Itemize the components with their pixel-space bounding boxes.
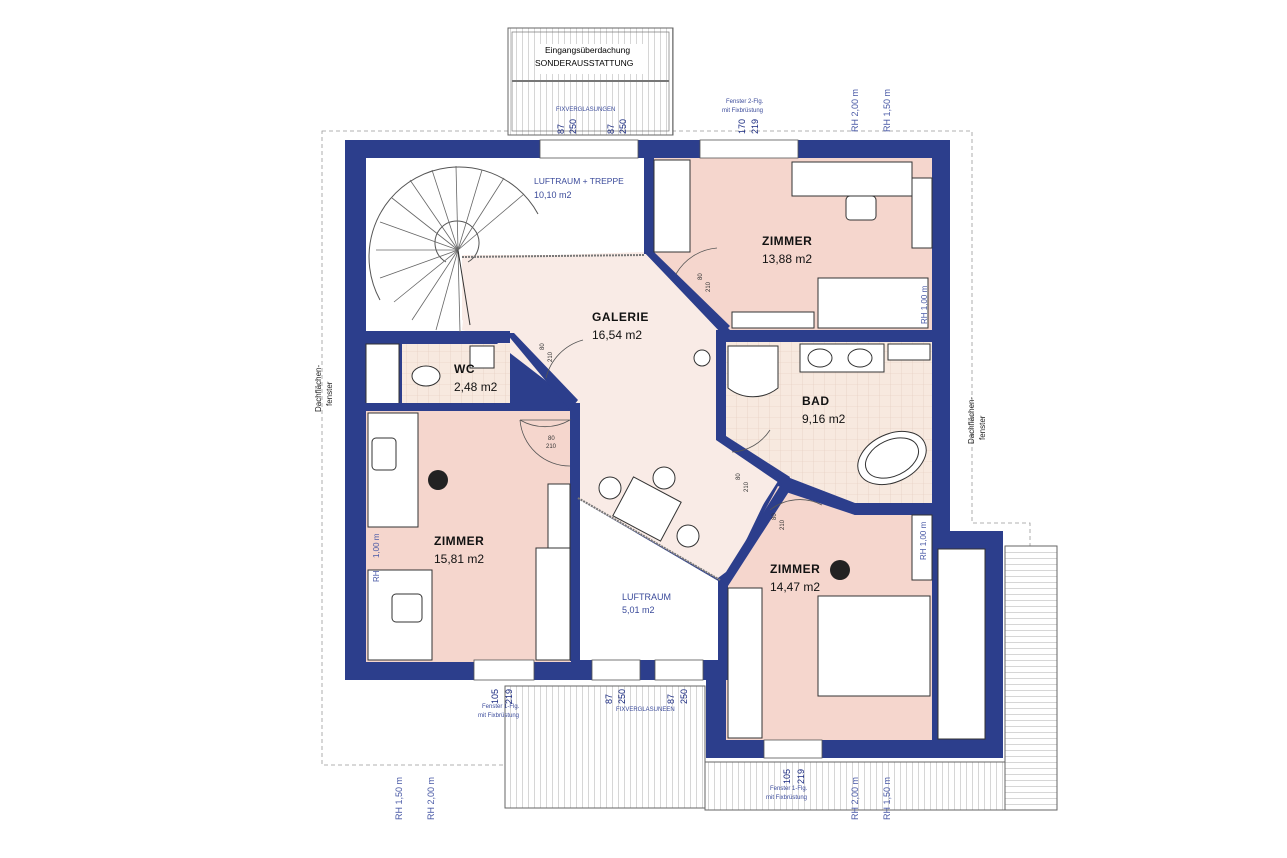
dim-top-87a: 87 (556, 123, 566, 134)
room-area-wc: 2,48 m2 (454, 380, 498, 394)
dim-bot-105a: 105 (490, 688, 500, 704)
fenster-1flg-label: Fenster 1-Flg. (482, 704, 520, 710)
room-name-luftraum: LUFTRAUM (622, 592, 671, 602)
rh-top-200: RH 2,00 m (850, 88, 860, 132)
dachflaechen-left-line1: Dachflächen- (314, 364, 323, 412)
entrance-title: Eingangsüberdachung (545, 45, 631, 55)
lamp-icon (830, 560, 850, 580)
room-area-zimmer-sw: 15,81 m2 (434, 552, 485, 566)
interior-walls (345, 158, 932, 680)
door-zimmer-se-w: 80 (772, 513, 778, 520)
room-area-zimmer-ne: 13,88 m2 (762, 252, 813, 266)
room-name-zimmer-se: ZIMMER (770, 562, 821, 576)
dim-top-219: 219 (750, 118, 760, 134)
entrance-subtitle: SONDERAUSSTATTUNG (535, 58, 634, 68)
dim-bot-87a: 87 (604, 693, 614, 704)
dim-bot-87b: 87 (666, 693, 676, 704)
terrace-deck-bottom (504, 545, 1058, 811)
wardrobe-ne (653, 159, 691, 253)
entrance-canopy (507, 27, 674, 136)
dim-bot-105b: 105 (782, 768, 792, 784)
fixverglasungen-top-label: FIXVERGLASUNGEN (556, 107, 616, 113)
room-area-luftraum-treppe: 10,10 m2 (534, 190, 572, 200)
rh-br-200: RH 2,00 m (850, 776, 860, 820)
windows (473, 139, 823, 759)
door-bad-w: 80 (736, 473, 742, 480)
door-galerie-zimmer-w: 80 (698, 273, 704, 280)
lamp-icon (428, 470, 448, 490)
rh-br-150: RH 1,50 m (882, 776, 892, 820)
dim-top-250b: 250 (618, 118, 628, 134)
dim-bot-250a: 250 (617, 688, 627, 704)
room-name-wc: WC (454, 362, 475, 376)
rh-zimmer-se: RH 1,00 m (919, 521, 928, 560)
fenster-1flg-b-label: Fenster 1-Flg. (770, 786, 808, 792)
rh-zimmer-ne: RH 1,00 m (920, 285, 929, 324)
door-zimmer-sw-w: 80 (548, 436, 555, 442)
room-name-bad: BAD (802, 394, 830, 408)
room-area-luftraum: 5,01 m2 (622, 605, 655, 615)
room-name-zimmer-sw: ZIMMER (434, 534, 485, 548)
rh-bl-150: RH 1,50 m (394, 776, 404, 820)
room-name-zimmer-ne: ZIMMER (762, 234, 813, 248)
rh-zimmer-sw: 1,00 m (372, 533, 381, 558)
room-area-bad: 9,16 m2 (802, 412, 846, 426)
fenster-1flg-sub-label: mit Fixbrüstung (478, 713, 520, 719)
fenster-2flg-sub-label: mit Fixbrüstung (722, 108, 764, 114)
fixverglasungen-bottom-label: FIXVERGLASUNEEN (616, 707, 675, 713)
furniture (367, 159, 933, 739)
door-zimmer-se-h: 210 (780, 519, 786, 530)
dim-bot-250b: 250 (679, 688, 689, 704)
room-name-galerie: GALERIE (592, 310, 649, 324)
dachflaechen-right-line1: Dachflächen- (967, 396, 976, 444)
door-zimmer-sw-h: 210 (546, 444, 557, 450)
dim-top-87b: 87 (606, 123, 616, 134)
dim-top-170: 170 (737, 118, 747, 134)
door-wc-h: 210 (548, 351, 554, 362)
fenster-2flg-label: Fenster 2-Flg. (726, 99, 764, 105)
door-wc-w: 80 (540, 343, 546, 350)
roof-outline (321, 130, 1031, 766)
dim-bot-219a: 219 (504, 688, 514, 704)
spiral-staircase (368, 165, 539, 333)
gallery-railing (461, 254, 645, 258)
dachflaechen-right-line2: fenster (978, 415, 987, 440)
room-area-galerie: 16,54 m2 (592, 328, 643, 342)
dim-bot-219b: 219 (796, 768, 806, 784)
rh-top-150: RH 1,50 m (882, 88, 892, 132)
door-galerie-zimmer-h: 210 (706, 281, 712, 292)
room-name-luftraum-treppe: LUFTRAUM + TREPPE (534, 176, 624, 186)
room-area-zimmer-se: 14,47 m2 (770, 580, 821, 594)
rh-zimmer-sw-prefix: RH (372, 570, 381, 582)
door-bad-h: 210 (744, 481, 750, 492)
door-swings (519, 247, 823, 511)
fenster-1flg-b-sub-label: mit Fixbrüstung (766, 795, 808, 801)
rh-bl-200: RH 2,00 m (426, 776, 436, 820)
dim-top-250a: 250 (568, 118, 578, 134)
gallery-railing-lower (577, 497, 721, 581)
dachflaechen-left-line2: fenster (325, 381, 334, 406)
